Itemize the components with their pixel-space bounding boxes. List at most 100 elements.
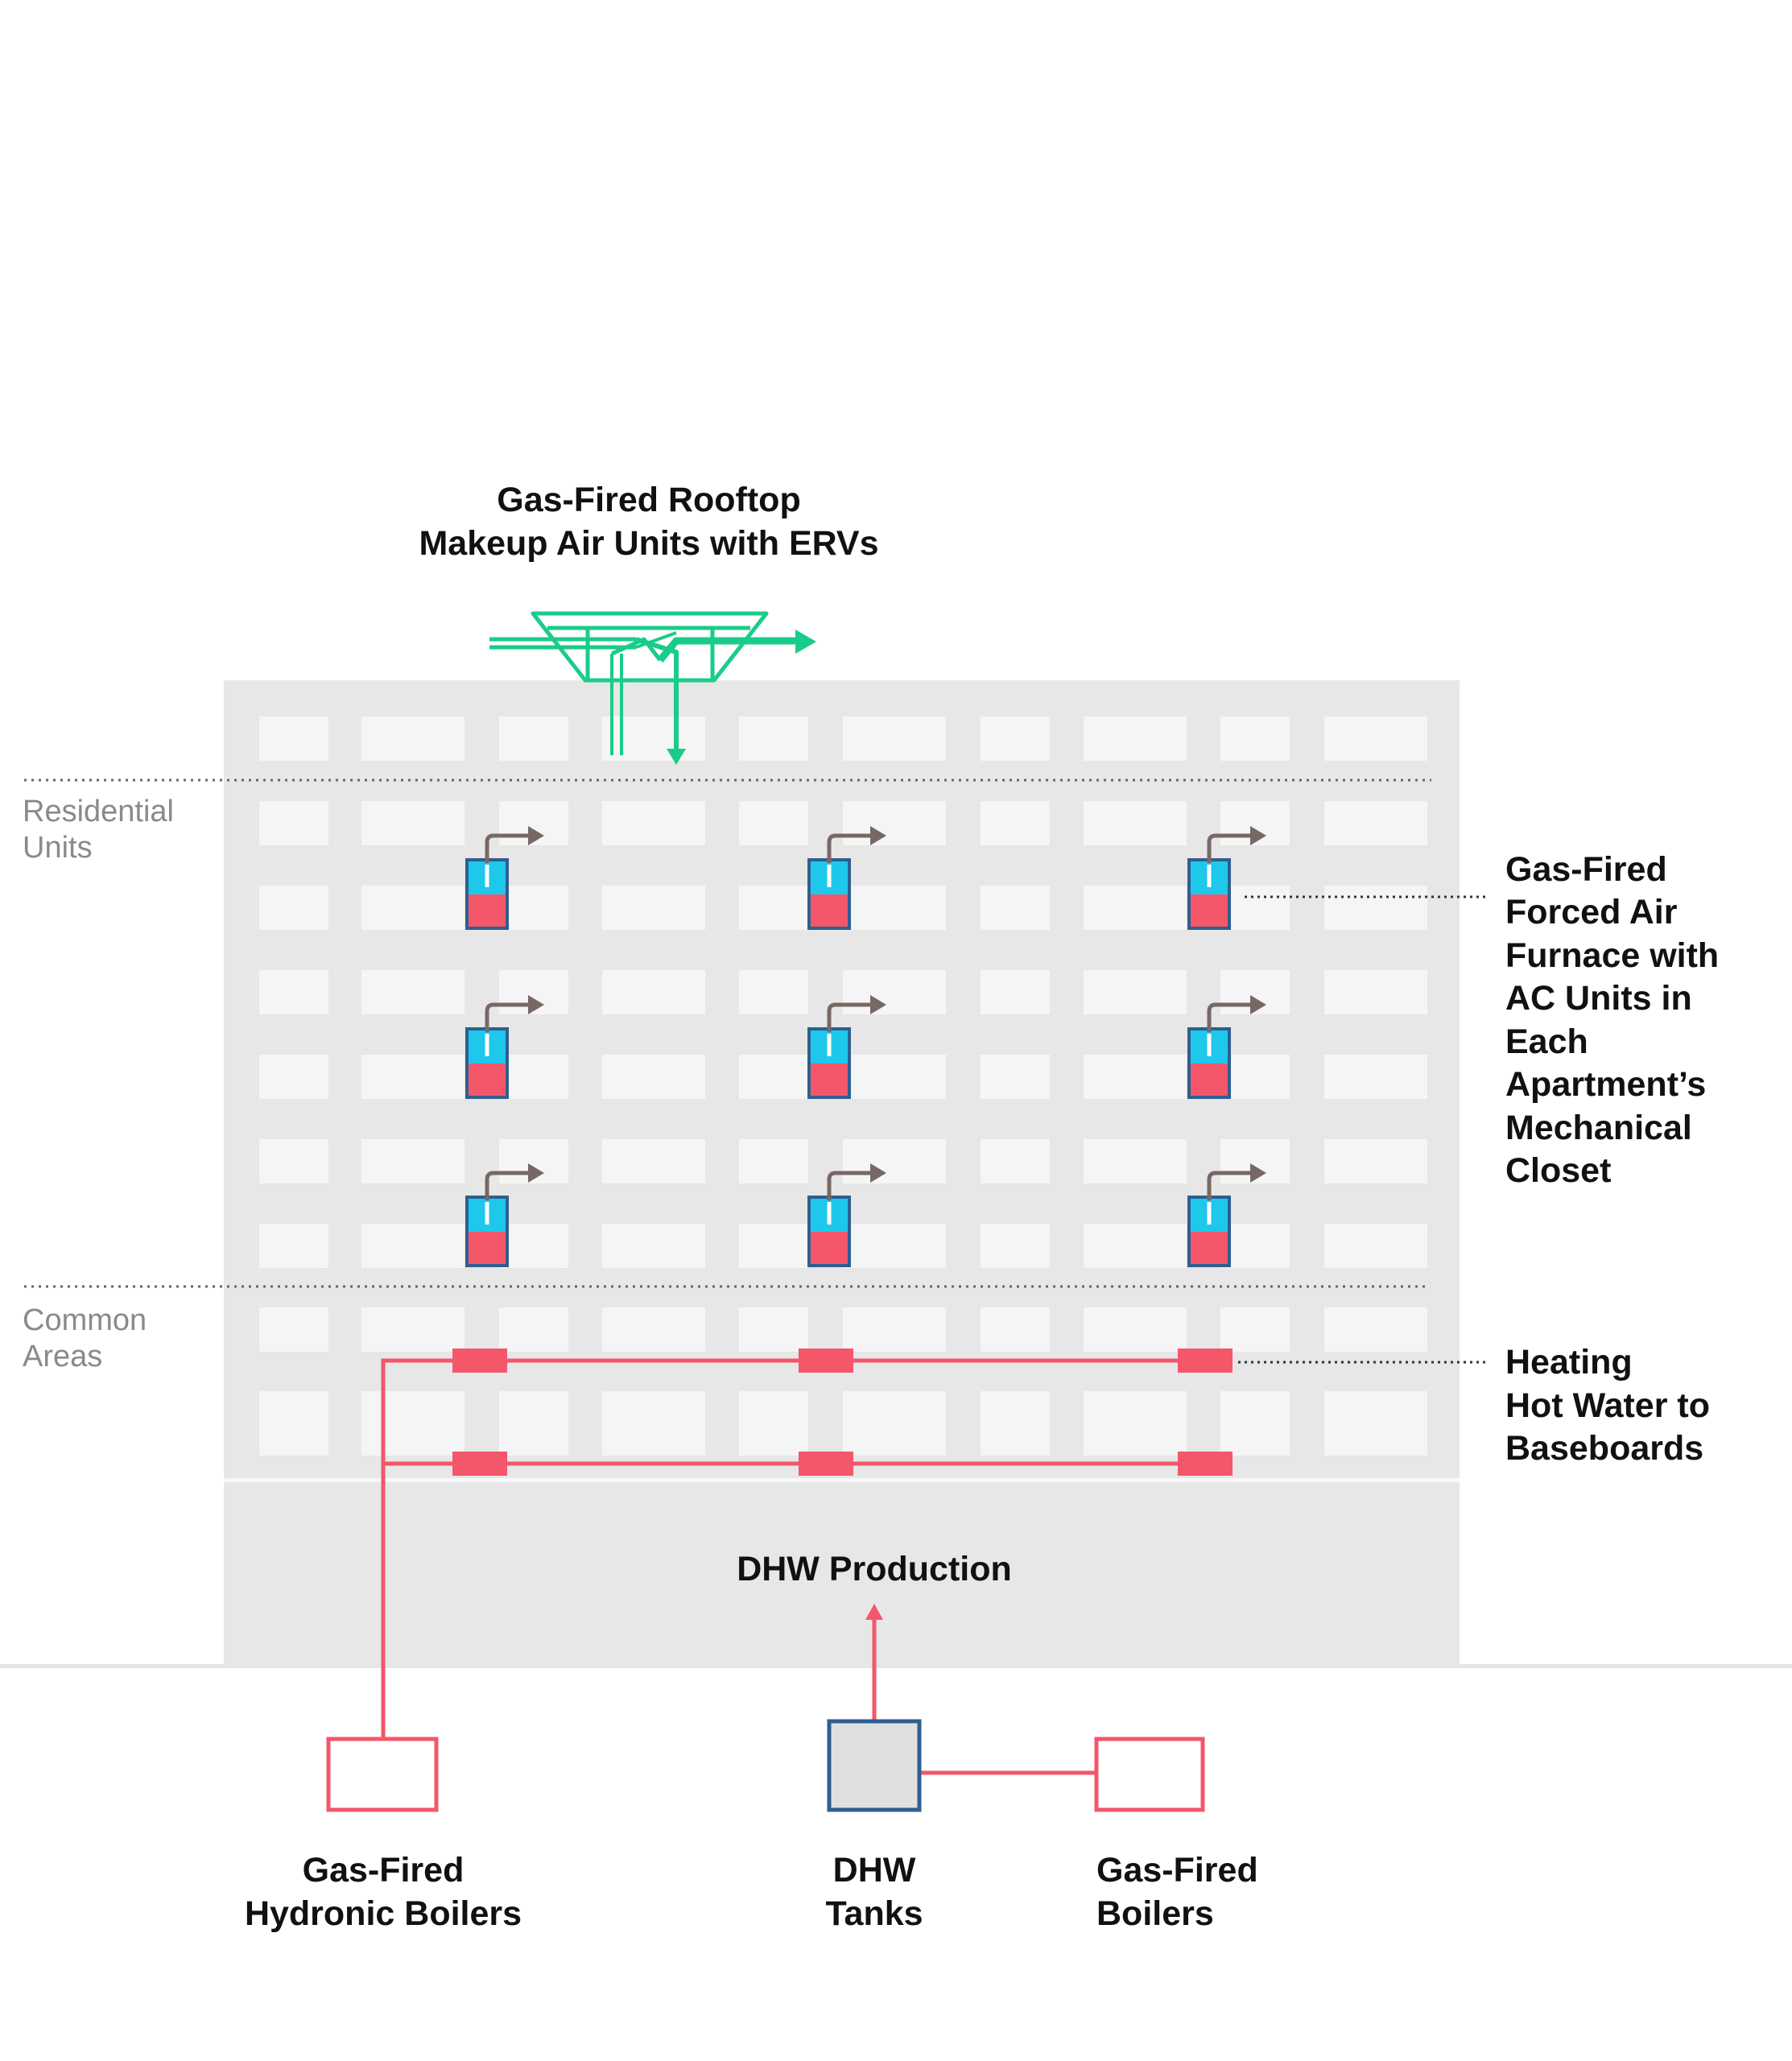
heating-label-line: Hot Water to [1505, 1386, 1710, 1425]
window [981, 1139, 1050, 1183]
window [1324, 1391, 1427, 1456]
baseboard-units [452, 1349, 1233, 1476]
window [981, 1055, 1050, 1099]
furnace-supply-arrow [827, 833, 872, 863]
dhw-riser-arrowhead [865, 1604, 883, 1620]
baseboard-heater [452, 1452, 507, 1476]
furnace-supply-arrow [827, 1171, 872, 1200]
furnace-unit [1187, 1163, 1266, 1267]
window [1324, 1307, 1427, 1352]
furnace-label-line: AC Units in [1505, 979, 1692, 1018]
window [361, 801, 465, 845]
furnace-unit [465, 1163, 544, 1267]
furnace-unit [465, 826, 544, 930]
hydronic-boilers-label-line2: Hydronic Boilers [245, 1894, 522, 1933]
furnace-arrowhead [528, 1163, 544, 1183]
window [739, 1224, 808, 1268]
window [843, 1055, 946, 1099]
furnace-supply-arrow [1207, 833, 1252, 863]
furnace-heating-section [1189, 1064, 1229, 1097]
window [1084, 1391, 1187, 1456]
furnace-arrowhead [870, 1163, 886, 1183]
window [843, 1391, 946, 1456]
rooftop-title-line1: Gas-Fired Rooftop [497, 481, 800, 519]
window [1324, 717, 1427, 761]
baseboard-heater [799, 1452, 853, 1476]
window [602, 1139, 705, 1183]
furnace-unit [807, 995, 886, 1099]
window [499, 886, 568, 930]
window [602, 717, 705, 761]
window [1084, 1307, 1187, 1352]
window [1220, 886, 1290, 930]
residential-label-line1: Residential [23, 795, 174, 828]
window [1220, 717, 1290, 761]
heating-label-line: Baseboards [1505, 1429, 1703, 1468]
window [499, 1224, 568, 1268]
window [1324, 970, 1427, 1014]
window [259, 1391, 328, 1456]
window [499, 1055, 568, 1099]
furnace-callout: Gas-Fired Forced Air Furnace with AC Uni… [1505, 850, 1719, 1190]
dhw-tanks-label-line2: Tanks [825, 1894, 923, 1933]
window [1220, 1224, 1290, 1268]
basement-divider [224, 1478, 1460, 1482]
gas-fired-boilers-label-line2: Boilers [1096, 1894, 1214, 1933]
erv-exhaust-arrowhead [795, 630, 816, 654]
erv-supply-arrowhead [667, 749, 686, 765]
window [981, 970, 1050, 1014]
furnace-units [465, 826, 1266, 1267]
window [259, 886, 328, 930]
furnace-arrowhead [870, 995, 886, 1014]
window [739, 970, 808, 1014]
erv-exhaust-stream [657, 637, 797, 663]
furnace-heating-section [1189, 1232, 1229, 1266]
window [843, 717, 946, 761]
furnace-unit [1187, 826, 1266, 930]
window [1324, 1139, 1427, 1183]
furnace-unit [1187, 995, 1266, 1099]
window [1220, 1307, 1290, 1352]
furnace-supply-arrow [485, 833, 530, 863]
window [843, 1224, 946, 1268]
furnace-supply-arrow [485, 1002, 530, 1032]
window [259, 717, 328, 761]
rooftop-erv-unit [489, 611, 797, 757]
heating-label-line: Heating [1505, 1343, 1633, 1382]
furnace-arrowhead [528, 826, 544, 845]
dhw-production-label: DHW Production [737, 1550, 1012, 1588]
window [739, 717, 808, 761]
window [1084, 717, 1187, 761]
window [1084, 1139, 1187, 1183]
window [1084, 970, 1187, 1014]
window [602, 1307, 705, 1352]
dhw-tanks-label-line1: DHW [833, 1851, 916, 1890]
window [499, 1391, 568, 1456]
window [361, 1055, 465, 1099]
gas-fired-boilers-box [1094, 1737, 1205, 1812]
furnace-label-line: Closet [1505, 1151, 1611, 1190]
window [739, 1391, 808, 1456]
common-label-line1: Common [23, 1303, 147, 1337]
gas-fired-boilers-label-line1: Gas-Fired [1096, 1851, 1258, 1890]
window [361, 1224, 465, 1268]
window [843, 1307, 946, 1352]
furnace-label-line: Apartment’s [1505, 1065, 1706, 1104]
window [602, 801, 705, 845]
window [1084, 801, 1187, 845]
window [739, 1055, 808, 1099]
window [259, 970, 328, 1014]
window [361, 1139, 465, 1183]
furnace-supply-arrow [1207, 1002, 1252, 1032]
heating-callout: Heating Hot Water to Baseboards [1505, 1343, 1710, 1468]
window [361, 886, 465, 930]
window [1220, 1055, 1290, 1099]
window [259, 1224, 328, 1268]
window [843, 886, 946, 930]
furnace-supply-arrow [827, 1002, 872, 1032]
window [361, 1307, 465, 1352]
window [981, 1224, 1050, 1268]
window [843, 970, 946, 1014]
furnace-label-line: Furnace with [1505, 936, 1719, 975]
